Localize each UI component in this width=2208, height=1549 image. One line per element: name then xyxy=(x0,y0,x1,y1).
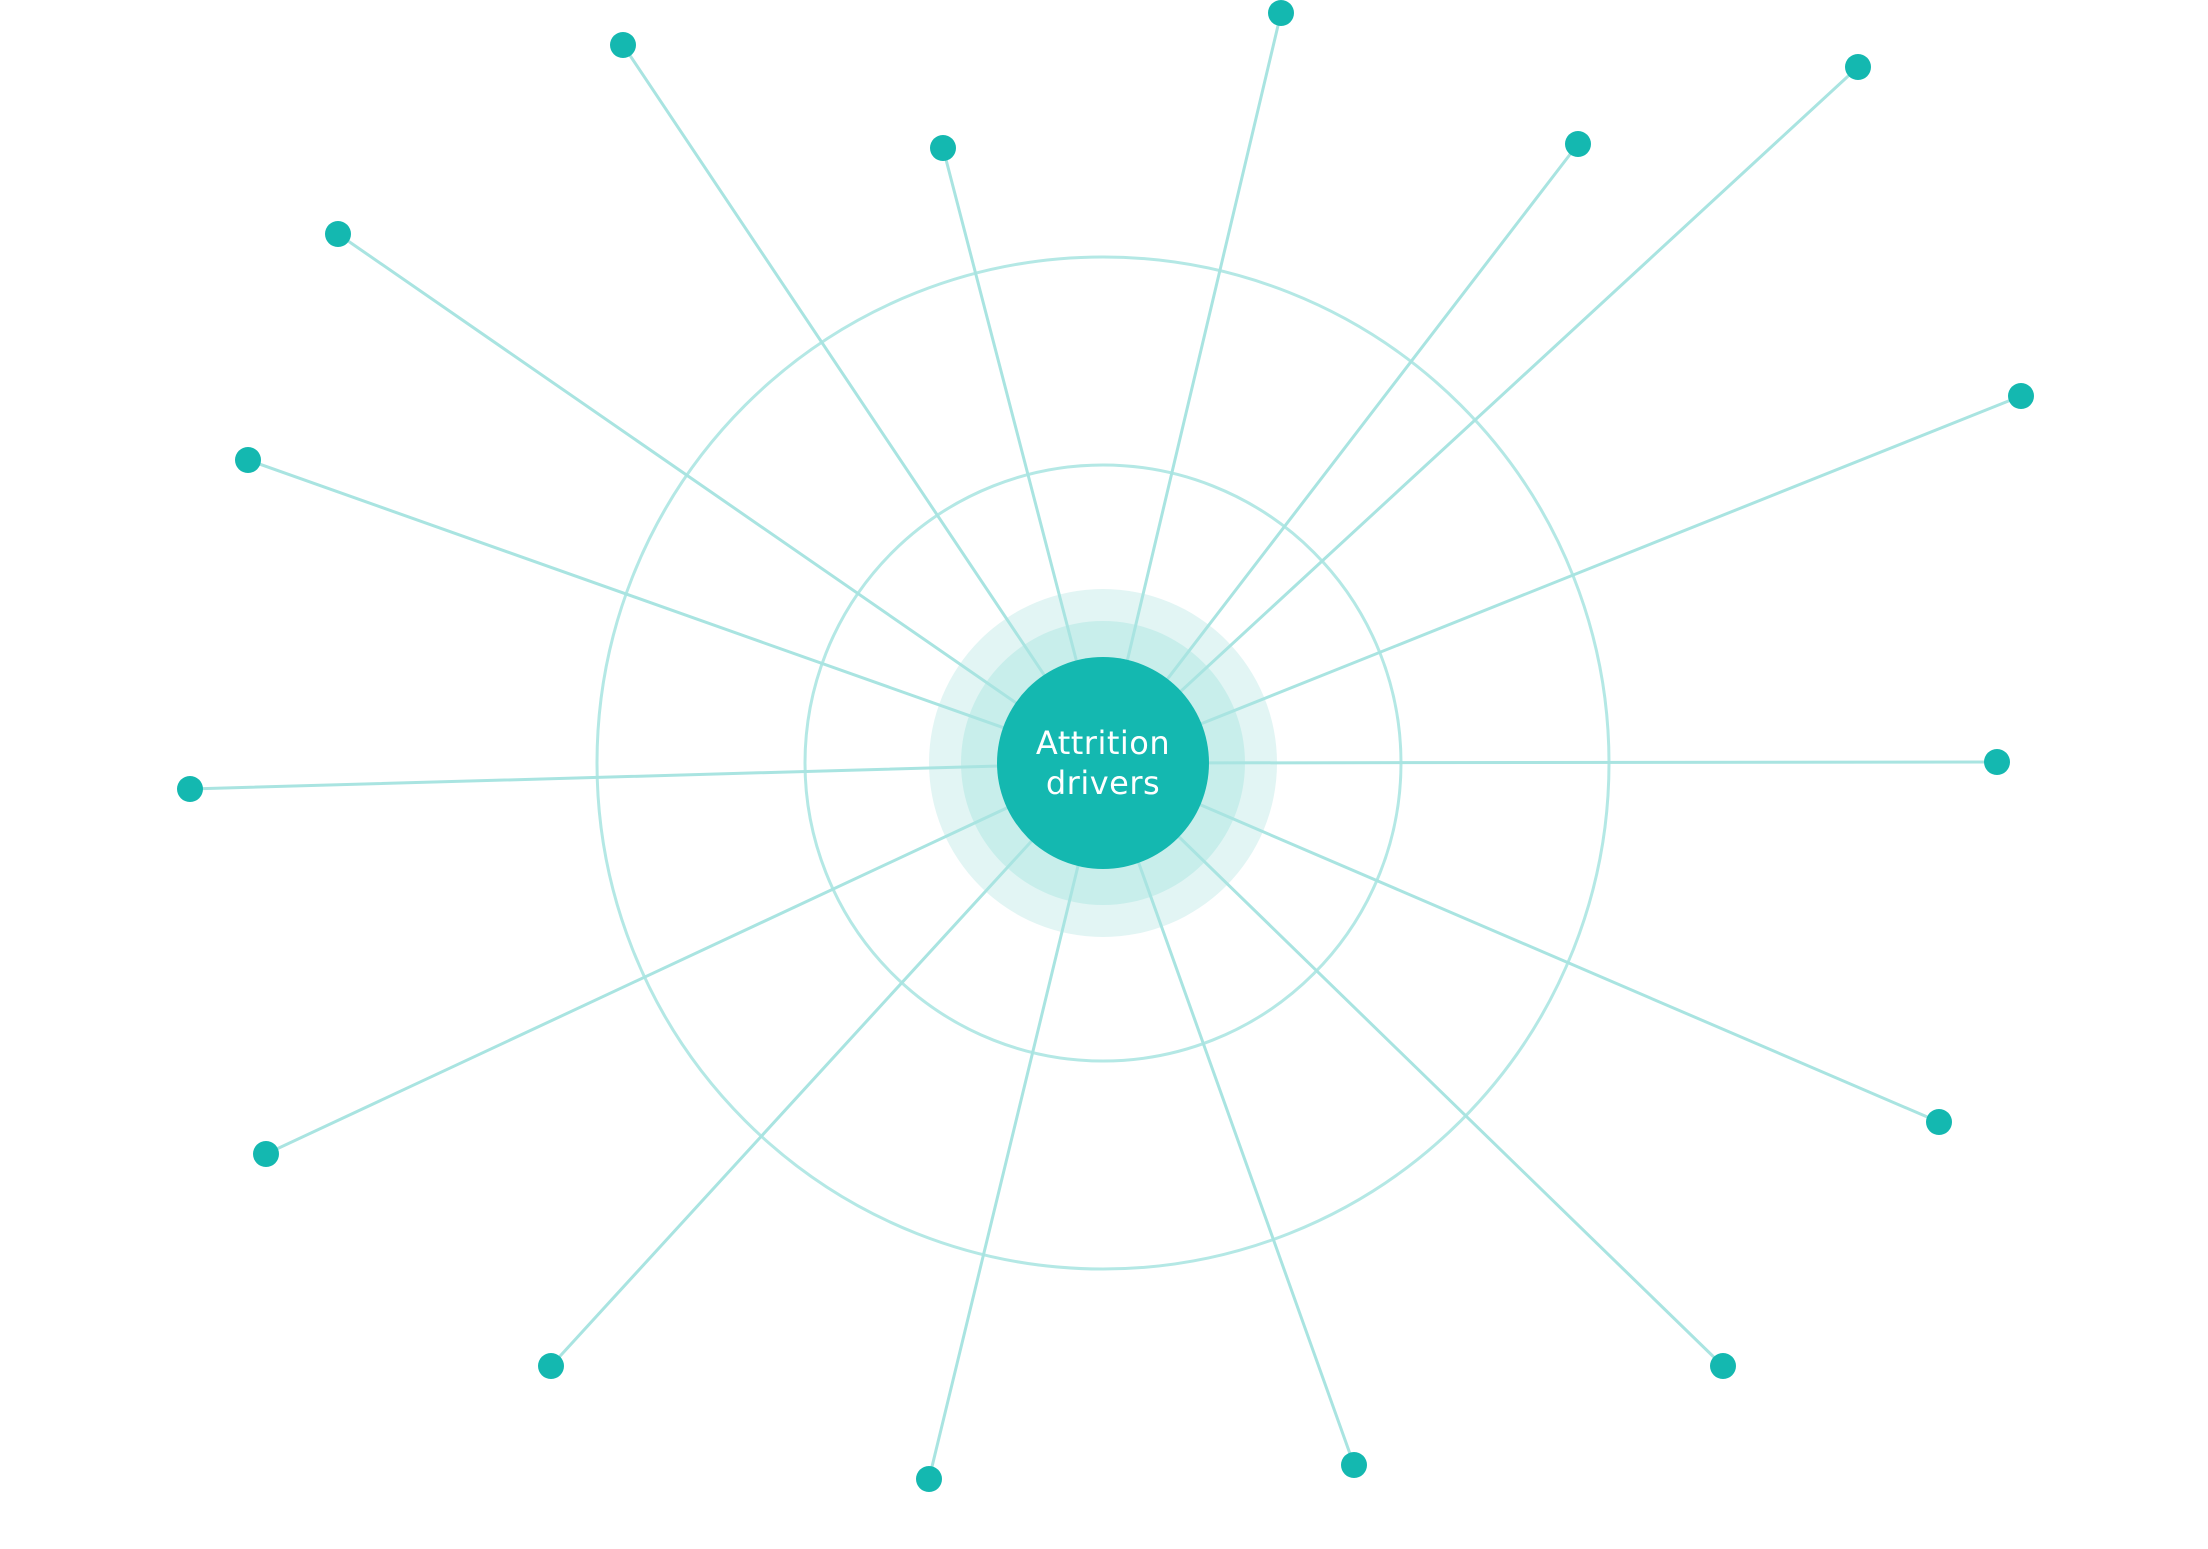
spoke-3 xyxy=(1101,142,1580,765)
node-4[interactable] xyxy=(2008,383,2034,409)
node-8[interactable] xyxy=(1341,1452,1367,1478)
spoke-9 xyxy=(927,761,1105,1481)
spoke-8 xyxy=(1101,761,1356,1467)
node-15[interactable] xyxy=(610,32,636,58)
node-11[interactable] xyxy=(253,1141,279,1167)
node-12[interactable] xyxy=(177,776,203,802)
node-14[interactable] xyxy=(325,221,351,247)
hub-label-line2: drivers xyxy=(1045,764,1161,802)
spoke-10 xyxy=(549,761,1105,1368)
spoke-14 xyxy=(336,232,1105,765)
spoke-1 xyxy=(1101,11,1283,765)
node-2[interactable] xyxy=(1845,54,1871,80)
node-16[interactable] xyxy=(930,135,956,161)
node-10[interactable] xyxy=(538,1353,564,1379)
spoke-6 xyxy=(1101,761,1941,1124)
node-13[interactable] xyxy=(235,447,261,473)
spoke-2 xyxy=(1101,65,1860,765)
node-1[interactable] xyxy=(1268,0,1294,26)
spoke-7 xyxy=(1101,761,1725,1368)
node-6[interactable] xyxy=(1926,1109,1952,1135)
spokes xyxy=(188,11,2023,1481)
node-7[interactable] xyxy=(1710,1353,1736,1379)
hub-label-line1: Attrition xyxy=(1035,724,1171,762)
spoke-5 xyxy=(1101,760,1999,765)
spoke-11 xyxy=(264,761,1105,1156)
node-9[interactable] xyxy=(916,1466,942,1492)
spoke-13 xyxy=(246,458,1105,765)
hub-circle xyxy=(997,657,1209,869)
node-5[interactable] xyxy=(1984,749,2010,775)
spoke-15 xyxy=(621,43,1105,765)
spoke-12 xyxy=(188,761,1105,791)
node-3[interactable] xyxy=(1565,131,1591,157)
hub-label: Attrition drivers xyxy=(1003,718,1203,808)
spoke-nodes xyxy=(177,0,2034,1492)
spoke-4 xyxy=(1101,394,2023,765)
